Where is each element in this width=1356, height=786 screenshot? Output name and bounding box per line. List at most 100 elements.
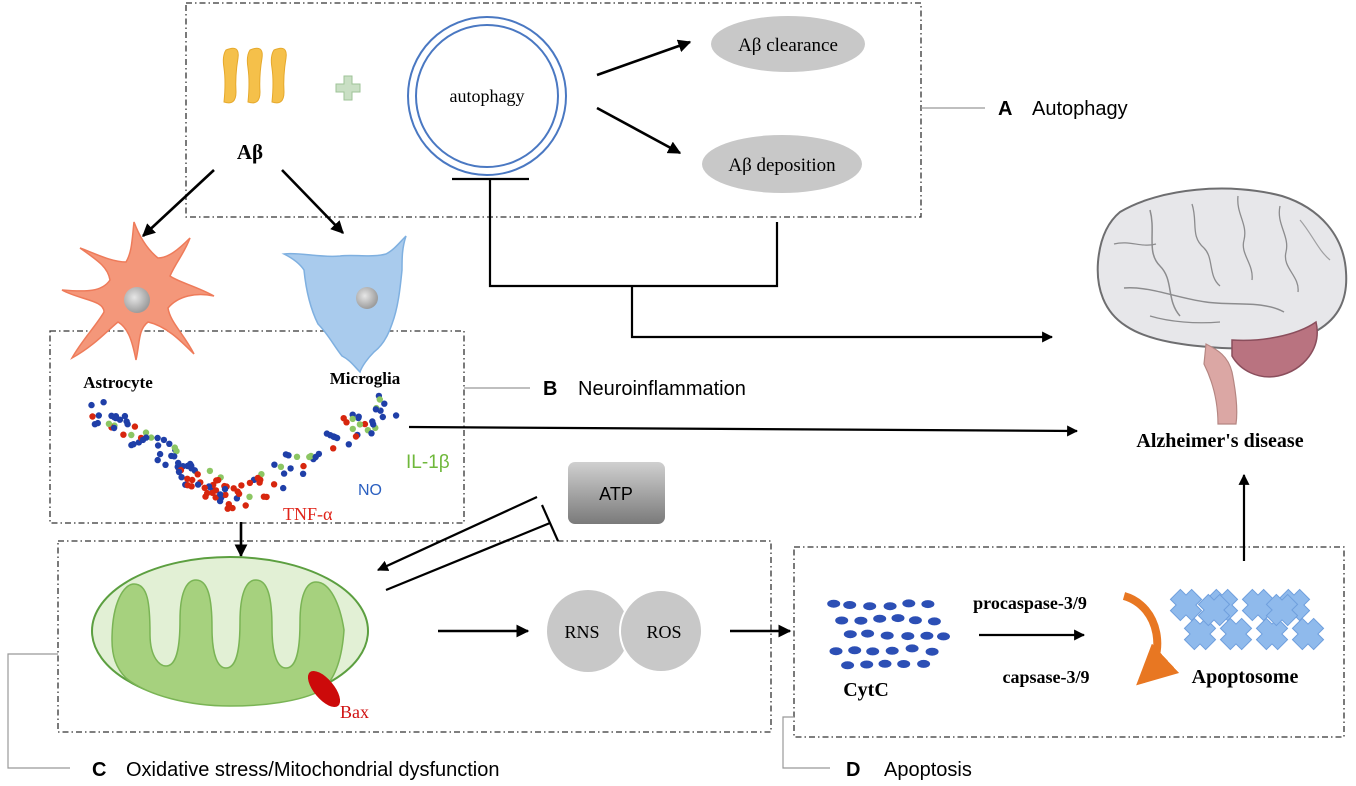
cytc-molecule — [897, 660, 911, 668]
bax-label: Bax — [340, 702, 369, 722]
atp-node — [568, 462, 665, 524]
cytokine-dot — [277, 463, 285, 470]
procaspase-label: procaspase-3/9 — [973, 593, 1087, 613]
cytokine-dot — [166, 440, 173, 447]
apoptosome-subunit — [1291, 617, 1325, 651]
abeta-clearance-node — [711, 16, 865, 72]
cytokine-dot — [154, 434, 161, 442]
cytokine-dot — [280, 484, 287, 492]
cytokine-dot — [238, 482, 245, 489]
cytc-molecule — [843, 630, 857, 639]
cytokine-dot — [312, 453, 319, 461]
cytokine-dot — [124, 421, 131, 428]
apoptosome-subunit — [1169, 588, 1203, 622]
panel-c-box — [57, 540, 772, 733]
rns-label: RNS — [564, 622, 599, 642]
ros-node — [619, 589, 703, 673]
cytokine-dot — [287, 465, 294, 472]
plus-icon — [335, 75, 361, 101]
cytc-molecule — [835, 616, 849, 625]
cytokine-dot — [162, 461, 169, 468]
cytc-molecule — [883, 602, 897, 611]
apoptosome-subunit — [1219, 617, 1253, 651]
cytc-molecule — [901, 632, 915, 641]
cytc-molecule — [860, 660, 874, 669]
abeta-label: Aβ — [237, 140, 263, 164]
cytokine-dot — [260, 493, 268, 500]
cytokine-dot — [235, 490, 243, 497]
cytokine-dot — [156, 450, 164, 458]
cytokine-dot — [100, 399, 107, 406]
cytokine-dot — [89, 413, 96, 420]
cytokine-dot — [189, 476, 196, 484]
cytokine-dot — [340, 415, 347, 422]
cytokine-dot — [171, 444, 178, 451]
arrow-abeta-to-microglia — [281, 169, 344, 234]
tnfa-label: TNF-α — [283, 504, 333, 524]
apoptosome-subunit — [1197, 593, 1231, 627]
cytc-molecule — [854, 616, 868, 625]
arrow-inflammation-to-alzheimers — [408, 425, 1079, 437]
cytokine-dot — [355, 413, 362, 420]
cytokine-dot — [213, 477, 220, 484]
cytokine-dot — [184, 475, 191, 482]
cytokine-dot — [108, 412, 115, 419]
cytc-molecule — [861, 629, 875, 638]
cytokine-dot — [376, 396, 383, 403]
no-label: NO — [358, 482, 382, 499]
cytc-molecule — [873, 614, 887, 623]
cytc-molecule — [917, 659, 931, 668]
inhibition-mitochondria-to-atp — [385, 521, 551, 592]
panel-c-leader — [7, 653, 70, 769]
cytokine-dot — [154, 442, 162, 449]
cytc-molecule — [902, 599, 916, 608]
astrocyte-cell-icon — [61, 221, 215, 361]
ros-label: ROS — [646, 622, 681, 642]
cytokine-dot — [121, 412, 129, 420]
cytokine-dot — [379, 413, 386, 421]
microglia-label: Microglia — [330, 369, 401, 388]
il1b-label: IL-1β — [406, 452, 450, 473]
panel-d-leader — [782, 716, 830, 769]
cytokine-dot — [229, 504, 236, 512]
brain-icon — [1096, 187, 1348, 425]
cytokine-dot — [372, 406, 380, 413]
cytc-molecule — [843, 601, 857, 609]
autophagy-vesicle — [407, 16, 567, 176]
cytokine-dot — [369, 418, 376, 425]
connector-inhibition-deposition — [488, 179, 779, 288]
amyloid-beta-fibril-icon — [222, 47, 287, 104]
apoptosome-subunit — [1255, 617, 1289, 651]
arrow-abeta-to-astrocyte — [142, 169, 215, 237]
cytokine-dot — [299, 470, 307, 477]
autophagy-label: autophagy — [450, 86, 525, 106]
atp-label: ATP — [599, 484, 633, 504]
cytokine-dot-cluster — [88, 392, 400, 512]
cytokine-dot — [175, 459, 182, 467]
cytc-molecule — [885, 646, 899, 655]
cytc-label: CytC — [843, 679, 889, 701]
cytokine-dot — [222, 491, 229, 498]
caspase-label: capsase-3/9 — [1003, 667, 1090, 687]
cytokine-dot — [381, 400, 388, 407]
cytokine-dot — [88, 401, 95, 409]
cytokine-dot — [160, 436, 168, 444]
panel-a-letter: A — [998, 98, 1012, 120]
cytokine-dot — [110, 424, 118, 432]
panel-b-title: Neuroinflammation — [578, 378, 746, 400]
cytokine-dot — [212, 494, 219, 501]
cytokine-dot — [331, 433, 339, 441]
cytokine-dot — [246, 493, 253, 500]
curved-arrow-apoptosome-caspase — [1122, 592, 1180, 686]
cytokine-dot — [352, 433, 360, 440]
arrow-autophagy-to-clearance — [596, 39, 692, 77]
cytokine-dot — [280, 470, 288, 477]
cytc-molecule — [880, 631, 894, 640]
cytokine-dot — [349, 415, 356, 423]
panel-a-title: Autophagy — [1032, 98, 1128, 120]
cytc-molecule — [878, 659, 892, 668]
cytokine-dot — [330, 445, 337, 452]
apoptosome-cluster — [1169, 588, 1325, 651]
panel-d-letter: D — [846, 759, 860, 781]
